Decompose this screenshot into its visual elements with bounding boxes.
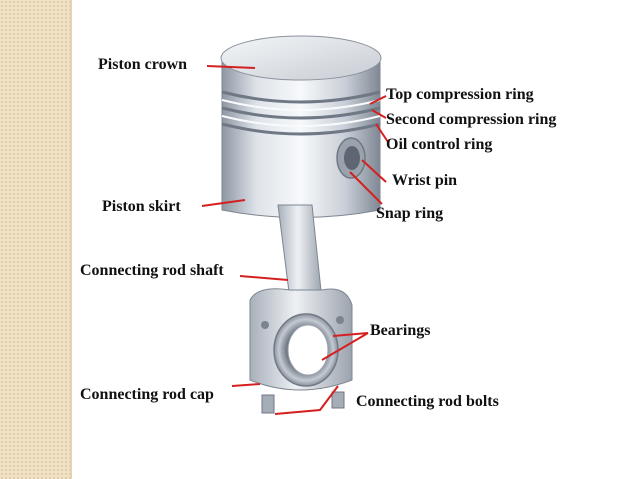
label-oil-control-ring: Oil control ring — [386, 136, 493, 153]
leader-bearings-1 — [332, 332, 369, 337]
connecting-rod — [249, 204, 353, 414]
leader-connecting-rod-cap — [231, 383, 261, 387]
label-connecting-rod-bolts: Connecting rod bolts — [356, 393, 499, 410]
label-bearings: Bearings — [370, 322, 431, 339]
leader-top-compression-ring — [369, 95, 387, 105]
leader-snap-ring — [349, 171, 383, 205]
leader-piston-skirt — [201, 199, 246, 207]
leader-bearings-2 — [321, 332, 369, 361]
label-connecting-rod-shaft: Connecting rod shaft — [80, 262, 224, 279]
label-snap-ring: Snap ring — [376, 205, 444, 222]
piston — [220, 35, 382, 218]
label-second-compression-ring: Second compression ring — [386, 111, 557, 128]
leader-second-compression-ring — [371, 109, 387, 119]
leader-piston-crown — [206, 65, 256, 69]
leader-connecting-rod-bolts — [274, 385, 339, 415]
leader-oil-control-ring — [375, 123, 389, 143]
side-panel-edge — [70, 0, 72, 479]
leader-lines — [201, 65, 389, 415]
leader-connecting-rod-shaft — [239, 275, 289, 281]
label-piston-skirt: Piston skirt — [102, 198, 181, 215]
label-top-compression-ring: Top compression ring — [386, 86, 534, 103]
label-wrist-pin: Wrist pin — [392, 172, 458, 189]
decorative-side-panel — [0, 0, 70, 479]
label-connecting-rod-cap: Connecting rod cap — [80, 386, 214, 403]
leader-wrist-pin — [361, 159, 387, 183]
label-piston-crown: Piston crown — [98, 56, 188, 73]
